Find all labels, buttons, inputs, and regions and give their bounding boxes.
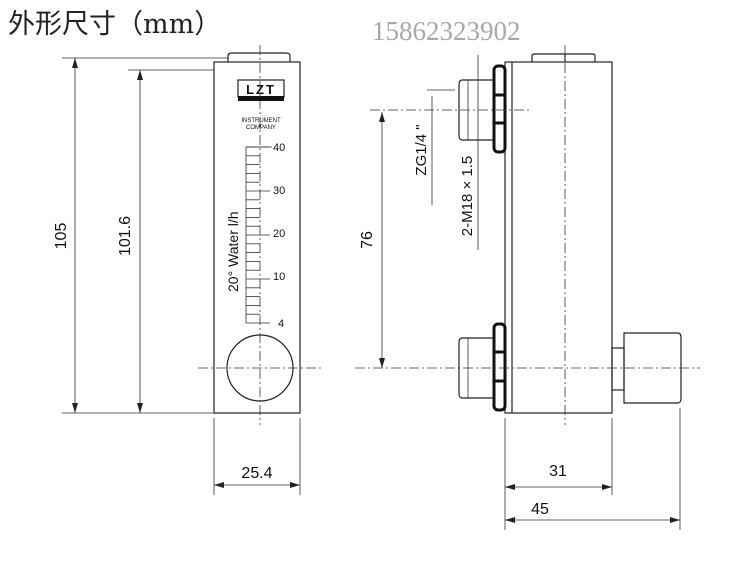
- side-dimensions: 76 ZG1/4 " 2-M18 × 1.5 31 45: [359, 55, 681, 530]
- scale-tick-label: 20: [273, 228, 285, 240]
- thread-m-label: 2-M18 × 1.5: [459, 156, 476, 236]
- side-top-cap: [531, 53, 596, 62]
- fitting-upper: [458, 79, 493, 141]
- scale-unit-label: 20° Water l/h: [225, 211, 241, 292]
- drawing-title: 外形尺寸（mm）: [8, 9, 221, 40]
- side-view: [355, 45, 700, 425]
- company-line2: COMPANY: [246, 125, 276, 131]
- dim-height-total: 105: [53, 223, 70, 250]
- logo-text: LZT: [246, 82, 276, 97]
- phone-number: 15862323902: [372, 16, 521, 46]
- dim-width-front: 25.4: [241, 465, 272, 482]
- nut-lower: [492, 322, 507, 412]
- scale-tick-label: 30: [273, 185, 285, 197]
- outlet-neck: [611, 347, 625, 391]
- body-side: [504, 61, 613, 414]
- outlet-fitting: [623, 332, 682, 404]
- scale-tick-label: 4: [278, 318, 284, 330]
- dim-depth-total: 45: [531, 501, 549, 518]
- front-view: LZT INSTRUMENT COMPANY 40 30 20 10 4 20°…: [198, 45, 322, 425]
- dim-port-spacing: 76: [359, 231, 376, 249]
- nut-upper: [492, 64, 507, 154]
- front-dimensions: 105 101.6 25.4: [53, 57, 301, 495]
- scale-tick-label: 40: [273, 142, 285, 154]
- flow-scale: [245, 146, 272, 324]
- dim-height-inner: 101.6: [117, 216, 134, 256]
- top-cap: [227, 52, 291, 62]
- dim-depth-body: 31: [549, 463, 567, 480]
- company-line1: INSTRUMENT: [241, 118, 281, 124]
- body-front: [213, 61, 301, 414]
- scale-tick-label: 10: [273, 271, 285, 283]
- thread-zg-label: ZG1/4 ": [413, 124, 430, 175]
